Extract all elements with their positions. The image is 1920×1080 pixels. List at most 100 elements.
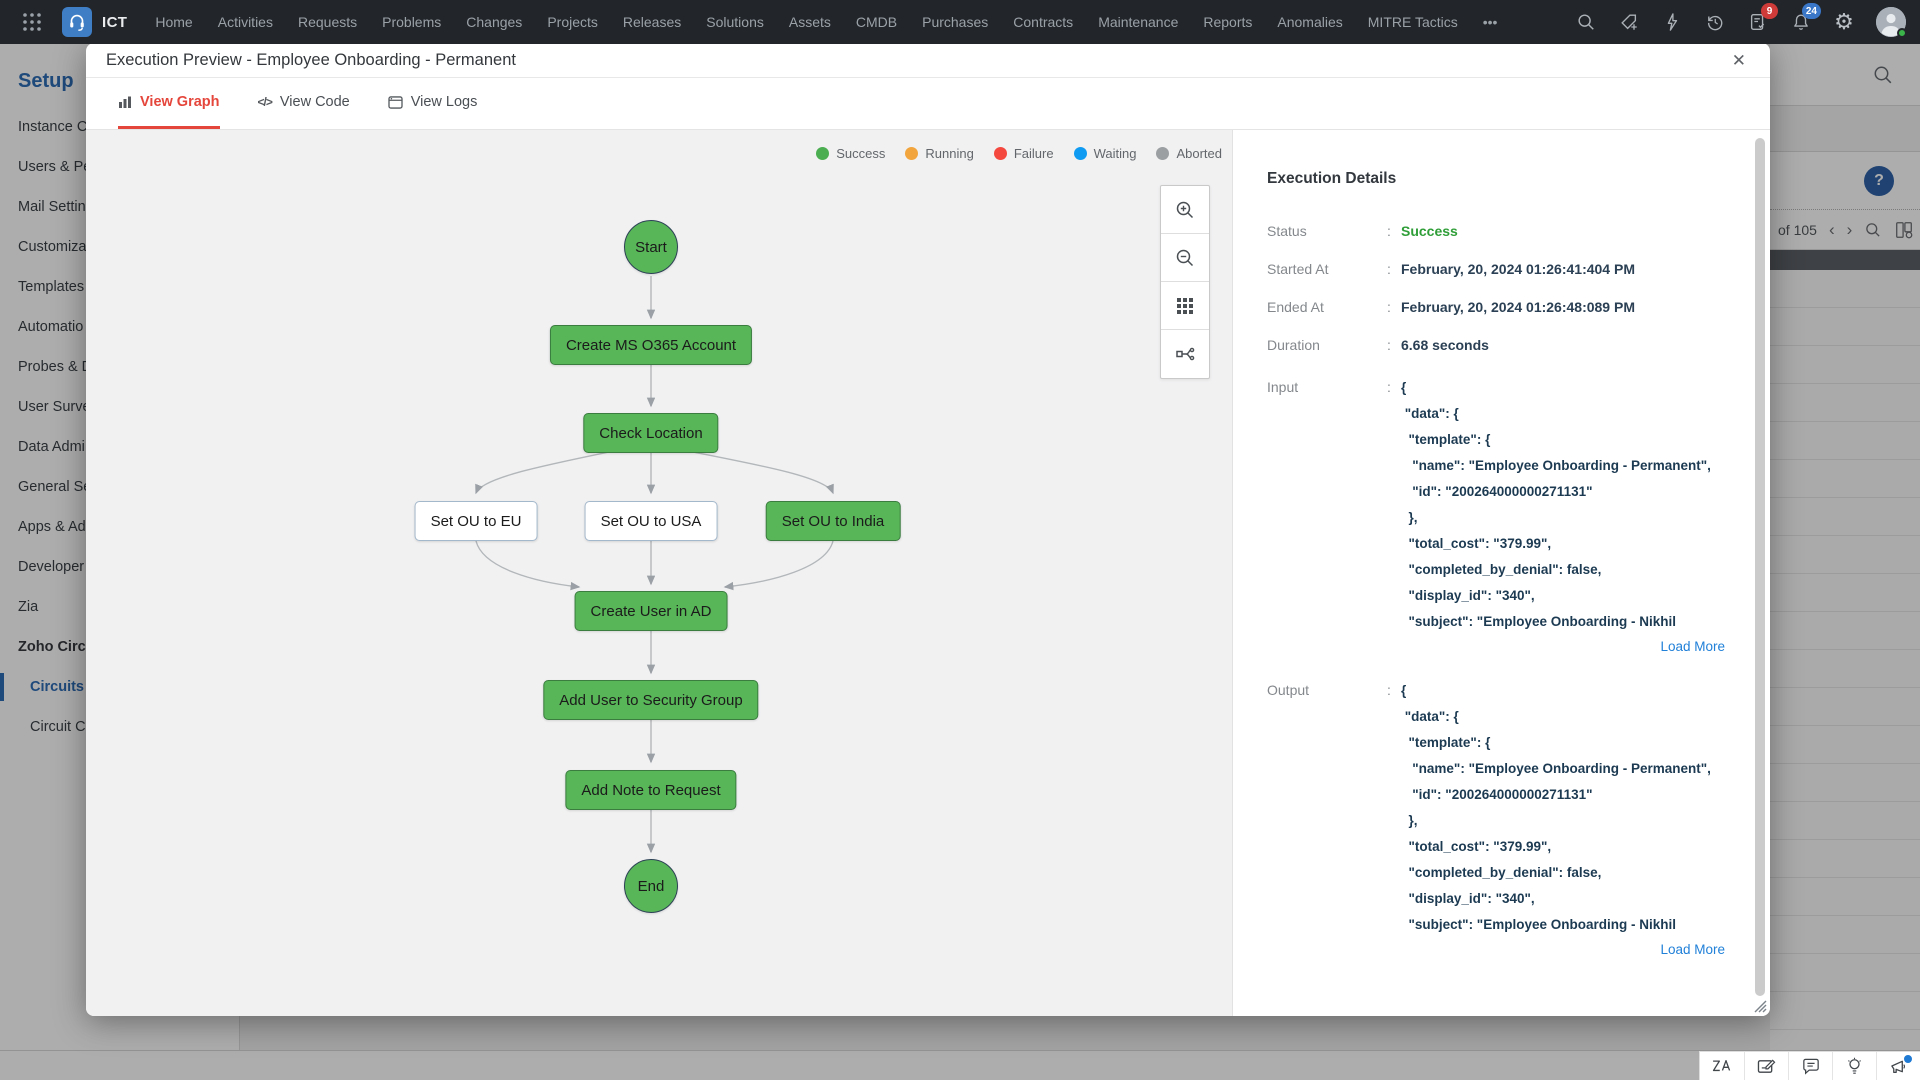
fit-layout-icon[interactable] [1161,330,1209,378]
tab-view-code[interactable]: </> View Code [258,78,350,129]
sidebar-item-automation[interactable]: Automatio [18,319,84,335]
modal-resize-handle[interactable] [1751,997,1767,1013]
nav-contracts[interactable]: Contracts [1013,14,1074,30]
pagination-search-icon[interactable] [1864,221,1882,239]
zoom-in-icon[interactable] [1161,186,1209,234]
suggestion-bulb-icon[interactable] [1832,1052,1876,1080]
details-scrollbar[interactable] [1755,138,1765,996]
nav-releases[interactable]: Releases [622,14,682,30]
approvals-icon[interactable]: 9 [1747,3,1778,33]
json-line: "completed_by_denial": false, [1401,562,1602,577]
sidebar-item-circuits[interactable]: Circuits [0,667,239,707]
page-next-icon[interactable]: › [1846,219,1853,239]
nav-mitre-tactics[interactable]: MITRE Tactics [1367,14,1458,30]
nav-projects[interactable]: Projects [547,14,598,30]
sidebar-item-customization[interactable]: Customiza [18,239,87,255]
sidebar-item-probes[interactable]: Probes & D [18,359,93,375]
sidebar-section-zoho-circuit[interactable]: Zoho Circu [18,639,95,655]
sidebar-item-mail-settings[interactable]: Mail Settin [18,199,86,215]
nav-solutions[interactable]: Solutions [706,14,764,30]
nav-assets[interactable]: Assets [788,14,831,30]
settings-gear-icon[interactable]: ⚙ [1834,9,1854,34]
output-label: Output [1267,682,1310,698]
json-line: "display_id": "340", [1401,891,1535,906]
legend-label: Success [836,146,886,161]
json-line: "data": { [1401,406,1459,421]
announcements-icon[interactable] [1876,1052,1920,1080]
node-add-user-to-security-group[interactable]: Add User to Security Group [543,680,759,720]
node-set-ou-to-india[interactable]: Set OU to India [765,501,901,541]
page-prev-icon[interactable]: ‹ [1828,219,1835,239]
json-line: "id": "200264000000271131" [1401,484,1593,499]
tab-view-graph[interactable]: View Graph [118,78,220,129]
sidebar-item-instance[interactable]: Instance C [18,119,88,135]
list-search-icon[interactable] [1872,64,1894,86]
headset-icon [70,14,84,31]
legend-item: Success [816,146,885,161]
node-start[interactable]: Start [624,220,678,274]
column-settings-icon[interactable] [1894,220,1914,240]
nav-requests[interactable]: Requests [297,14,358,30]
app-logo[interactable] [62,7,92,37]
json-line: "template": { [1401,432,1491,447]
history-icon[interactable] [1704,11,1726,33]
nav-home[interactable]: Home [155,14,193,30]
graph-tab-icon [119,96,131,108]
node-check-location[interactable]: Check Location [583,413,719,453]
node-add-note-to-request[interactable]: Add Note to Request [565,770,737,810]
sidebar-item-zia[interactable]: Zia [18,599,39,615]
sidebar-item-templates[interactable]: Templates [18,279,85,295]
nav-changes[interactable]: Changes [466,14,523,30]
user-avatar[interactable] [1876,7,1907,38]
logs-tab-icon [388,95,403,109]
task-count-badge: 9 [1761,3,1778,19]
nav-anomalies[interactable]: Anomalies [1277,14,1343,30]
nav-activities[interactable]: Activities [217,14,273,30]
nav-problems[interactable]: Problems [382,14,442,30]
quick-add-icon[interactable] [1618,11,1640,33]
workflow-graph-canvas[interactable]: Success Running Failure Waiting Aborted [86,130,1232,1016]
help-badge[interactable]: ? [1864,166,1894,196]
sidebar-item-circuit-connections[interactable]: Circuit Co [30,719,94,735]
node-end[interactable]: End [624,859,678,913]
input-load-more-link[interactable]: Load More [1660,639,1725,654]
modal-titlebar: Execution Preview - Employee Onboarding … [86,43,1770,78]
node-set-ou-to-eu[interactable]: Set OU to EU [414,501,538,541]
node-set-ou-to-usa[interactable]: Set OU to USA [584,501,718,541]
sidebar-item-users-permissions[interactable]: Users & Pe [18,159,92,175]
app-grid-icon[interactable] [22,12,42,32]
output-load-more-link[interactable]: Load More [1660,942,1725,957]
tab-view-graph-label: View Graph [140,94,220,110]
zia-icon[interactable] [1700,1052,1744,1080]
grid-view-icon[interactable] [1161,282,1209,330]
chat-icon[interactable] [1788,1052,1832,1080]
node-create-ms-o365-account[interactable]: Create MS O365 Account [549,325,753,365]
feedback-icon[interactable] [1744,1052,1788,1080]
legend-dot-waiting [1073,147,1087,160]
page-right-fragment: ? of 105 ‹ › [1770,44,1920,1080]
json-line: "total_cost": "379.99", [1401,536,1552,551]
nav-cmdb[interactable]: CMDB [855,14,898,30]
sidebar-item-general-settings[interactable]: General Se [18,479,92,495]
nav-purchases[interactable]: Purchases [922,14,989,30]
global-search-icon[interactable] [1575,11,1597,33]
sidebar-item-data-admin[interactable]: Data Admi [18,439,85,455]
close-icon[interactable]: ✕ [1731,50,1746,70]
sidebar-item-user-survey[interactable]: User Surve [18,399,91,415]
sidebar-item-developer[interactable]: Developer [18,559,85,575]
flow-edges [475,276,834,854]
zoom-out-icon[interactable] [1161,234,1209,282]
sidebar-item-apps-addons[interactable]: Apps & Ad [18,519,86,535]
json-line: "template": { [1401,735,1491,750]
nav-maintenance[interactable]: Maintenance [1098,14,1179,30]
node-create-user-in-ad[interactable]: Create User in AD [574,591,728,631]
nav-reports[interactable]: Reports [1203,14,1253,30]
legend-item: Failure [993,146,1054,161]
notifications-bell-icon[interactable]: 24 [1790,3,1821,33]
json-line: "subject": "Employee Onboarding - Nikhil [1401,917,1676,932]
lightning-icon[interactable] [1661,11,1683,33]
json-line: }, [1401,813,1418,828]
nav-overflow-icon[interactable]: ••• [1482,14,1498,30]
tab-view-logs[interactable]: View Logs [388,78,477,129]
